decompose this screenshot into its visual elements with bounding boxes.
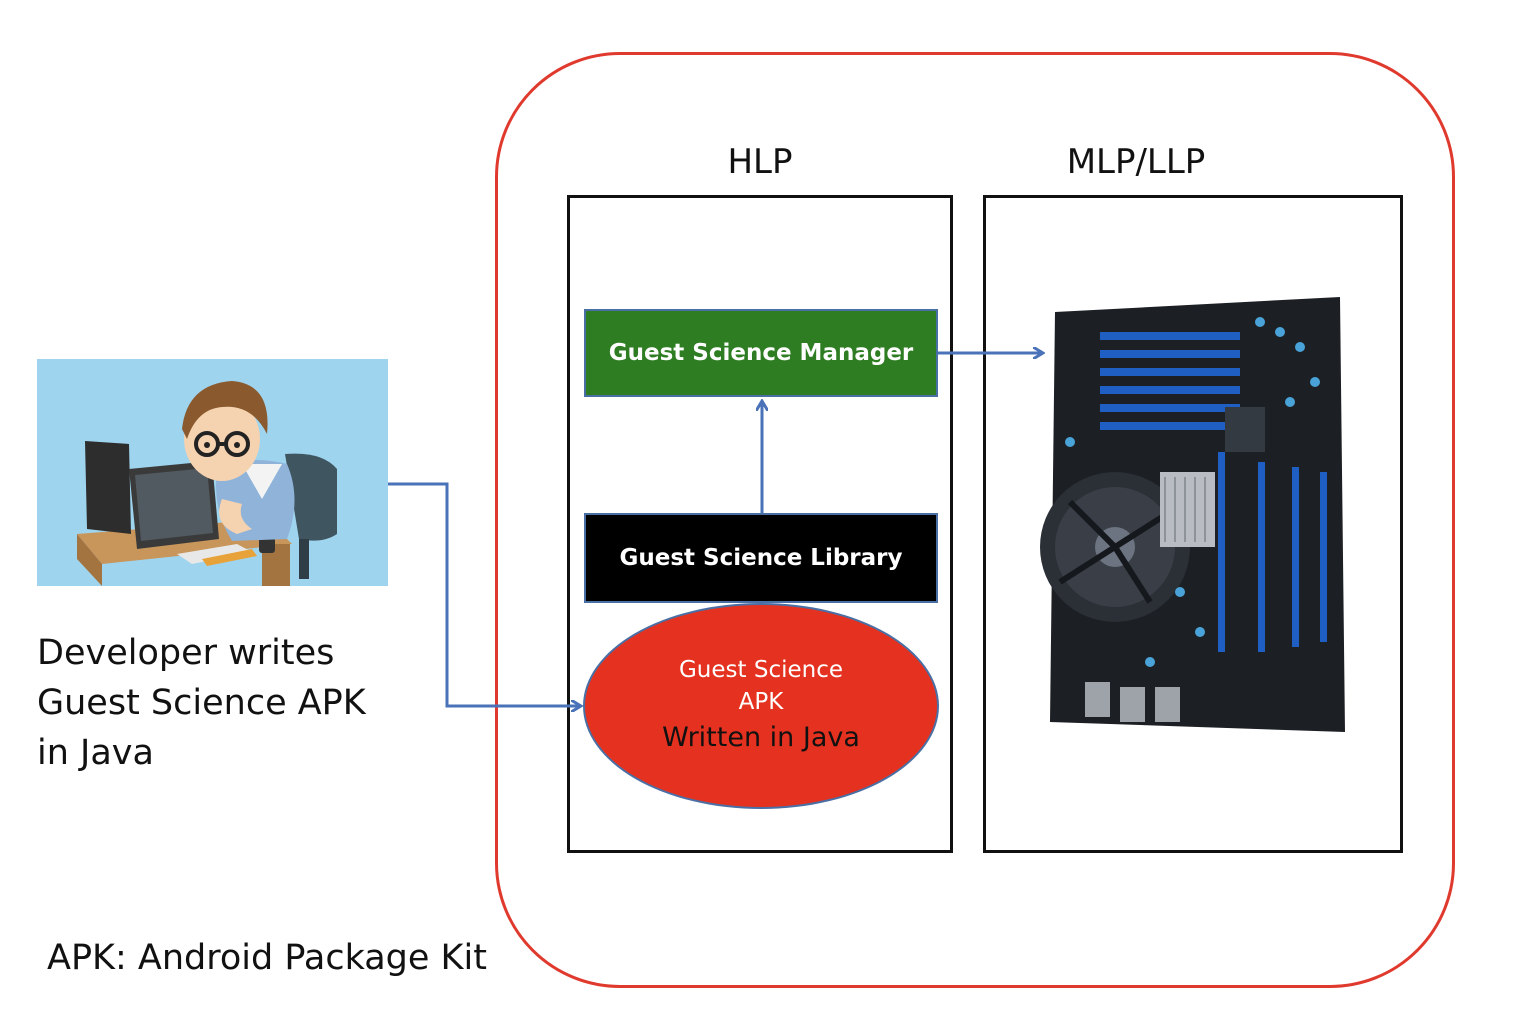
developer-illustration xyxy=(37,359,388,586)
mlp-llp-title: MLP/LLP xyxy=(1066,142,1206,182)
apk-label-line2: APK xyxy=(738,689,784,715)
guest-science-library-label: Guest Science Library xyxy=(619,545,903,571)
apk-footnote: APK: Android Package Kit xyxy=(47,938,487,978)
motherboard-image xyxy=(1030,292,1348,747)
guest-science-library-block: Guest Science Library xyxy=(584,513,938,603)
hlp-title: HLP xyxy=(727,142,793,182)
system-boundary-frame xyxy=(495,52,1455,988)
developer-caption-line3: in Java xyxy=(37,733,154,773)
developer-at-computer-icon xyxy=(37,359,388,586)
apk-label-line1: Guest Science xyxy=(678,657,844,683)
developer-caption-line1: Developer writes xyxy=(37,633,335,673)
developer-caption: Developer writes Guest Science APK in Ja… xyxy=(37,628,366,778)
guest-science-manager-label: Guest Science Manager xyxy=(608,340,914,366)
developer-caption-line2: Guest Science APK xyxy=(37,683,366,723)
apk-label-line3: Written in Java xyxy=(662,722,860,753)
motherboard-icon xyxy=(1040,297,1345,732)
guest-science-apk-ellipse: Guest Science APK Written in Java xyxy=(583,603,939,809)
guest-science-manager-block: Guest Science Manager xyxy=(584,309,938,397)
developer-to-apk-arrow xyxy=(388,482,580,706)
